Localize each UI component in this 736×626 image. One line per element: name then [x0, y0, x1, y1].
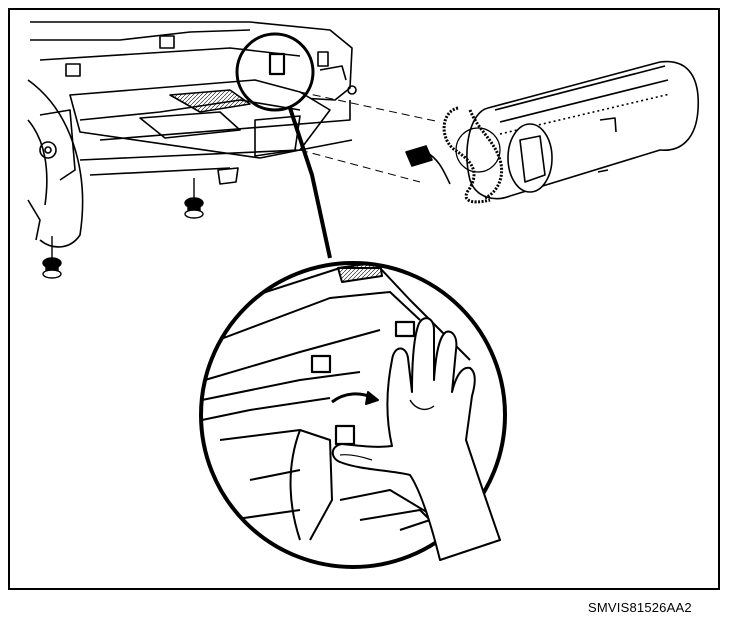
figure-code-label: SMVIS81526AA2 — [588, 600, 692, 615]
airbag-module-icon — [405, 60, 700, 204]
magnifier-circle-icon — [199, 32, 507, 569]
screw-icon — [184, 178, 204, 219]
screw-icon — [42, 236, 62, 279]
hand-icon — [331, 317, 501, 561]
instrument-panel — [27, 21, 357, 248]
alignment-dashed-lines — [299, 91, 441, 183]
